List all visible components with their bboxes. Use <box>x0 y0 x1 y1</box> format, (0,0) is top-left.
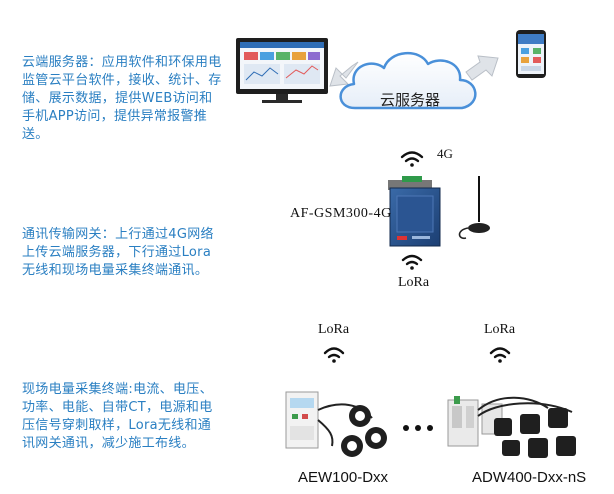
model-left-label: AEW100-Dxx <box>298 469 389 486</box>
net-4g-label: 4G <box>437 146 453 161</box>
antenna-icon <box>458 176 490 240</box>
cloud-icon <box>339 51 477 110</box>
lora-gateway-label: LoRa <box>398 275 430 290</box>
arrow-to-phone <box>465 55 499 81</box>
lora-left-label: LoRa <box>318 322 350 337</box>
ct-clamps-right <box>494 408 576 458</box>
cloud-server-label: 云服务器 <box>380 91 441 109</box>
meter-aew100 <box>285 391 373 449</box>
model-right-label: ADW400-Dxx-nS <box>472 469 587 486</box>
ellipsis-dots <box>403 425 433 431</box>
wifi-lora-right-icon <box>489 347 511 363</box>
gateway-device <box>388 176 441 247</box>
lora-right-label: LoRa <box>484 322 516 337</box>
wifi-4g-icon <box>400 151 424 167</box>
monitor-icon <box>236 38 328 103</box>
terminal-description: 现场电量采集终端:电流、电压、功率、电能、自带CT，电源和电压信号穿刺取样，Lo… <box>22 382 213 451</box>
arrow-to-monitor <box>329 61 359 87</box>
gateway-model-label: AF-GSM300-4G <box>290 206 392 221</box>
wifi-lora-gateway-icon <box>401 254 423 270</box>
phone-icon <box>516 30 546 78</box>
cloud-server-description: 云端服务器：应用软件和环保用电监管云平台软件，接收、统计、存储、展示数据，提供W… <box>22 55 222 142</box>
wifi-lora-left-icon <box>323 347 345 363</box>
ct-clamps-left <box>341 405 387 457</box>
gateway-description: 通讯传输网关：上行通过4G网络上传云端服务器，下行通过Lora无线和现场电量采集… <box>22 227 214 278</box>
